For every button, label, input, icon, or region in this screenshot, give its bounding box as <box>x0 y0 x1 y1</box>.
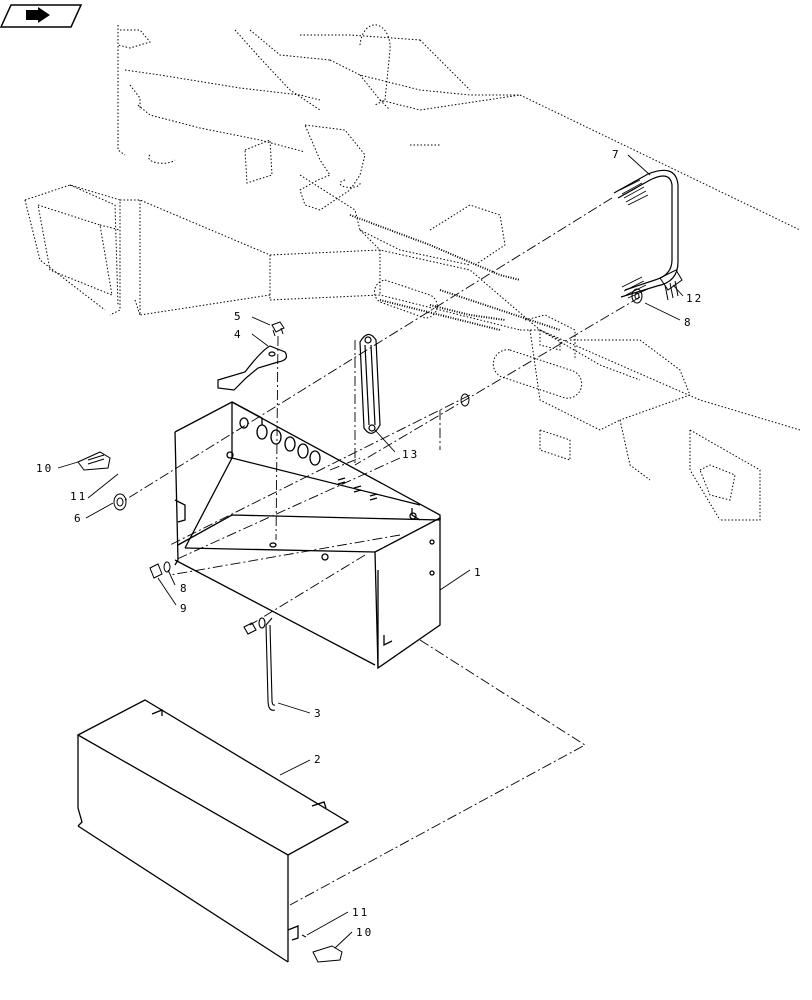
callout-6: 6 <box>74 512 83 525</box>
leader-lines <box>57 154 684 949</box>
callout-4: 4 <box>234 328 243 341</box>
callout-7: 7 <box>612 148 621 161</box>
bolt-washer-left <box>149 561 171 579</box>
frame-stipple <box>349 214 561 331</box>
battery-box-part <box>174 401 441 670</box>
link-bar-part <box>359 333 381 434</box>
callout-12: 12 <box>686 292 703 305</box>
next-page-arrow-icon[interactable] <box>0 4 83 28</box>
callout-10: 10 <box>356 926 373 939</box>
callout-labels: 7 12 8 5 4 13 10 11 6 8 9 1 3 2 11 10 <box>36 148 703 939</box>
callout-3: 3 <box>314 707 323 720</box>
callout-11: 11 <box>352 906 369 919</box>
callout-8: 8 <box>180 582 189 595</box>
callout-1: 1 <box>474 566 483 579</box>
latch-part-upper <box>77 451 111 471</box>
battery-cover-part <box>76 699 350 963</box>
u-bolt-part <box>613 169 679 299</box>
callout-10: 10 <box>36 462 53 475</box>
assembly-centerlines <box>124 197 641 906</box>
grommet-part <box>113 493 127 511</box>
callout-13: 13 <box>402 448 419 461</box>
j-bolt-part <box>243 617 276 711</box>
latch-part-lower <box>301 934 343 963</box>
callout-2: 2 <box>314 753 323 766</box>
machine-frame <box>24 24 801 521</box>
frame-washer <box>460 393 470 407</box>
callout-9: 9 <box>180 602 189 615</box>
clamp-strap-part <box>217 345 288 391</box>
callout-11: 11 <box>70 490 87 503</box>
nut-part <box>271 321 285 337</box>
callout-5: 5 <box>234 310 243 323</box>
callout-8: 8 <box>684 316 693 329</box>
